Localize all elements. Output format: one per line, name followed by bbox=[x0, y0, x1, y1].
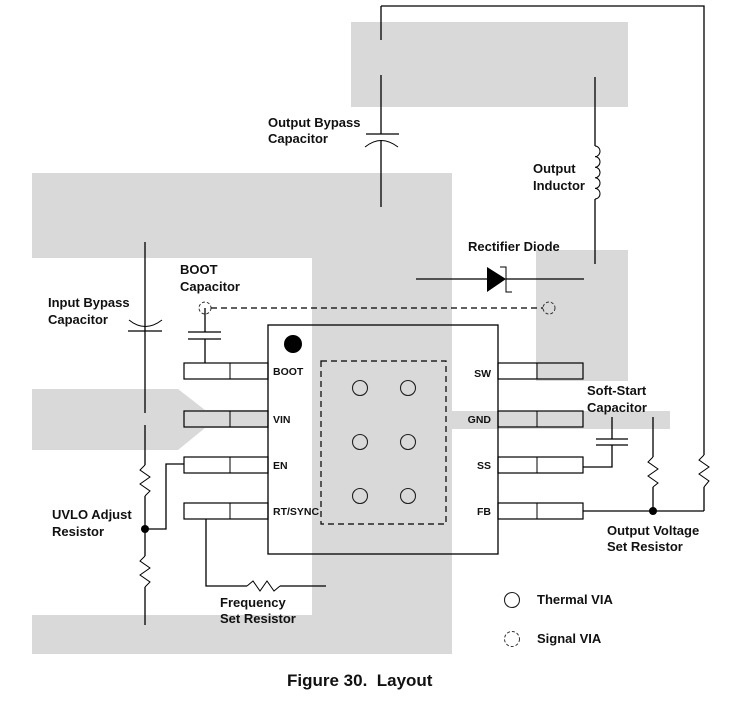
thermal-via-icon bbox=[351, 379, 369, 397]
pad-gnd bbox=[497, 410, 584, 428]
gnd-copper-strip bbox=[450, 411, 670, 429]
pad-rt-sync bbox=[183, 502, 269, 520]
copper-areas bbox=[32, 22, 670, 654]
thermal-via-icon bbox=[503, 591, 521, 609]
pad-ss bbox=[497, 456, 584, 474]
thermal-vias bbox=[351, 379, 417, 505]
thermal-pad-outline bbox=[320, 360, 447, 525]
label-output-voltage-set-resistor-1: Output Voltage bbox=[607, 523, 699, 538]
label-boot-capacitor-1: BOOT bbox=[180, 262, 218, 277]
label-soft-start-capacitor-2: Capacitor bbox=[587, 400, 647, 415]
thermal-via-icon bbox=[399, 379, 417, 397]
pin-label-sw: SW bbox=[474, 368, 491, 380]
output-inductor-symbol bbox=[594, 77, 601, 264]
rectifier-diode-symbol bbox=[416, 266, 584, 293]
pads-left bbox=[183, 362, 269, 520]
vin-copper bbox=[32, 389, 268, 450]
output-sense-wire bbox=[381, 5, 705, 455]
figure-caption: Figure 30. Layout bbox=[287, 671, 433, 690]
pad-fb bbox=[497, 502, 584, 520]
output-bypass-capacitor-symbol bbox=[364, 6, 399, 207]
thermal-via-icon bbox=[399, 433, 417, 451]
label-rectifier-diode: Rectifier Diode bbox=[468, 239, 560, 254]
pad-boot bbox=[183, 362, 269, 380]
pin-label-rt-sync: RT/SYNC bbox=[273, 506, 320, 518]
pin-label-vin: VIN bbox=[273, 414, 291, 426]
pads-right bbox=[497, 362, 584, 520]
label-frequency-set-resistor-1: Frequency bbox=[220, 595, 287, 610]
label-frequency-set-resistor-2: Set Resistor bbox=[220, 611, 296, 626]
pad-vin bbox=[183, 410, 269, 428]
legend-signal-via-label: Signal VIA bbox=[537, 631, 602, 646]
ic-outline bbox=[267, 324, 499, 555]
label-input-bypass-capacitor-1: Input Bypass bbox=[48, 295, 130, 310]
soft-start-capacitor-symbol bbox=[583, 417, 628, 468]
output-voltage-set-resistor-symbol bbox=[583, 417, 710, 515]
label-output-bypass-capacitor-2: Capacitor bbox=[268, 131, 328, 146]
label-uvlo-adjust-resistor-1: UVLO Adjust bbox=[52, 507, 132, 522]
pad-en bbox=[183, 456, 269, 474]
pin1-marker-icon bbox=[284, 335, 302, 353]
sw-copper bbox=[536, 250, 628, 381]
pin-label-ss: SS bbox=[477, 460, 491, 472]
ground-copper bbox=[32, 173, 452, 654]
label-soft-start-capacitor-1: Soft-Start bbox=[587, 383, 647, 398]
input-bypass-capacitor-symbol bbox=[128, 242, 163, 465]
thermal-via-icon bbox=[399, 487, 417, 505]
frequency-set-resistor-symbol bbox=[205, 519, 326, 592]
legend-thermal-via-label: Thermal VIA bbox=[537, 592, 613, 607]
label-uvlo-adjust-resistor-2: Resistor bbox=[52, 524, 104, 539]
pin-label-en: EN bbox=[273, 460, 288, 472]
ic-package bbox=[267, 324, 499, 555]
label-output-inductor-1: Output bbox=[533, 161, 576, 176]
label-boot-capacitor-2: Capacitor bbox=[180, 279, 240, 294]
uvlo-adjust-resistor-symbol bbox=[139, 463, 184, 625]
boot-capacitor-symbol bbox=[188, 308, 221, 363]
label-output-voltage-set-resistor-2: Set Resistor bbox=[607, 539, 683, 554]
pad-sw bbox=[497, 362, 584, 380]
label-output-bypass-capacitor-1: Output Bypass bbox=[268, 115, 360, 130]
label-input-bypass-capacitor-2: Capacitor bbox=[48, 312, 108, 327]
thermal-via-icon bbox=[351, 433, 369, 451]
label-output-inductor-2: Inductor bbox=[533, 178, 585, 193]
legend: Thermal VIA Signal VIA bbox=[503, 591, 613, 647]
thermal-via-icon bbox=[351, 487, 369, 505]
output-copper-top bbox=[351, 22, 628, 107]
signal-via-icon bbox=[504, 631, 520, 647]
pin-label-fb: FB bbox=[477, 506, 491, 518]
pin-label-gnd: GND bbox=[468, 414, 492, 426]
pin-label-boot: BOOT bbox=[273, 366, 304, 378]
signal-via-icon bbox=[542, 301, 556, 315]
